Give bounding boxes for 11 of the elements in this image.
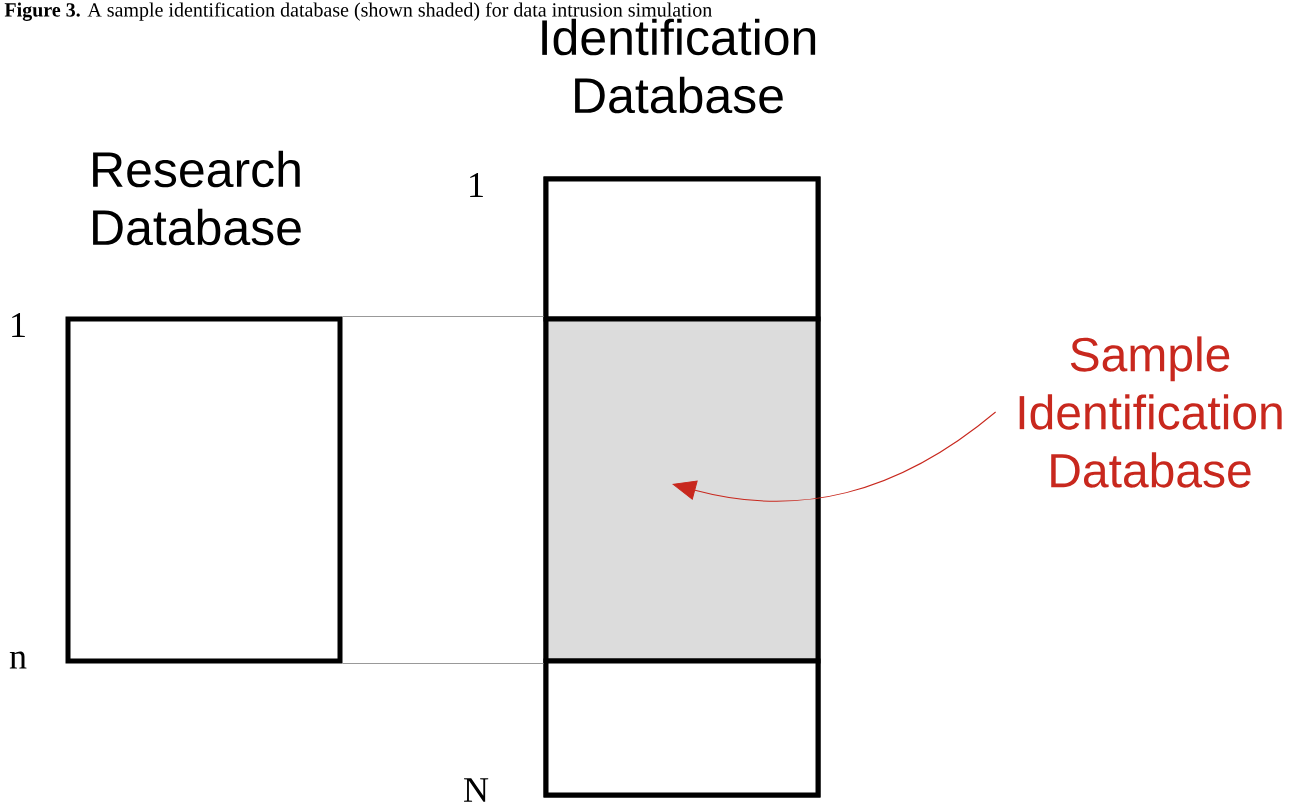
connector-line [341,662,545,665]
row-label: 1 [470,173,483,197]
callout-text: Sample Identification Database [1019,336,1282,488]
row-label: n [9,651,27,669]
segment-box [543,658,821,798]
heading: Identification Database [542,18,816,114]
heading: Research Database [93,150,301,246]
connector-line [341,315,545,318]
arrow [672,411,997,502]
row-label: 1 [12,313,25,337]
row-label: N [464,778,489,802]
